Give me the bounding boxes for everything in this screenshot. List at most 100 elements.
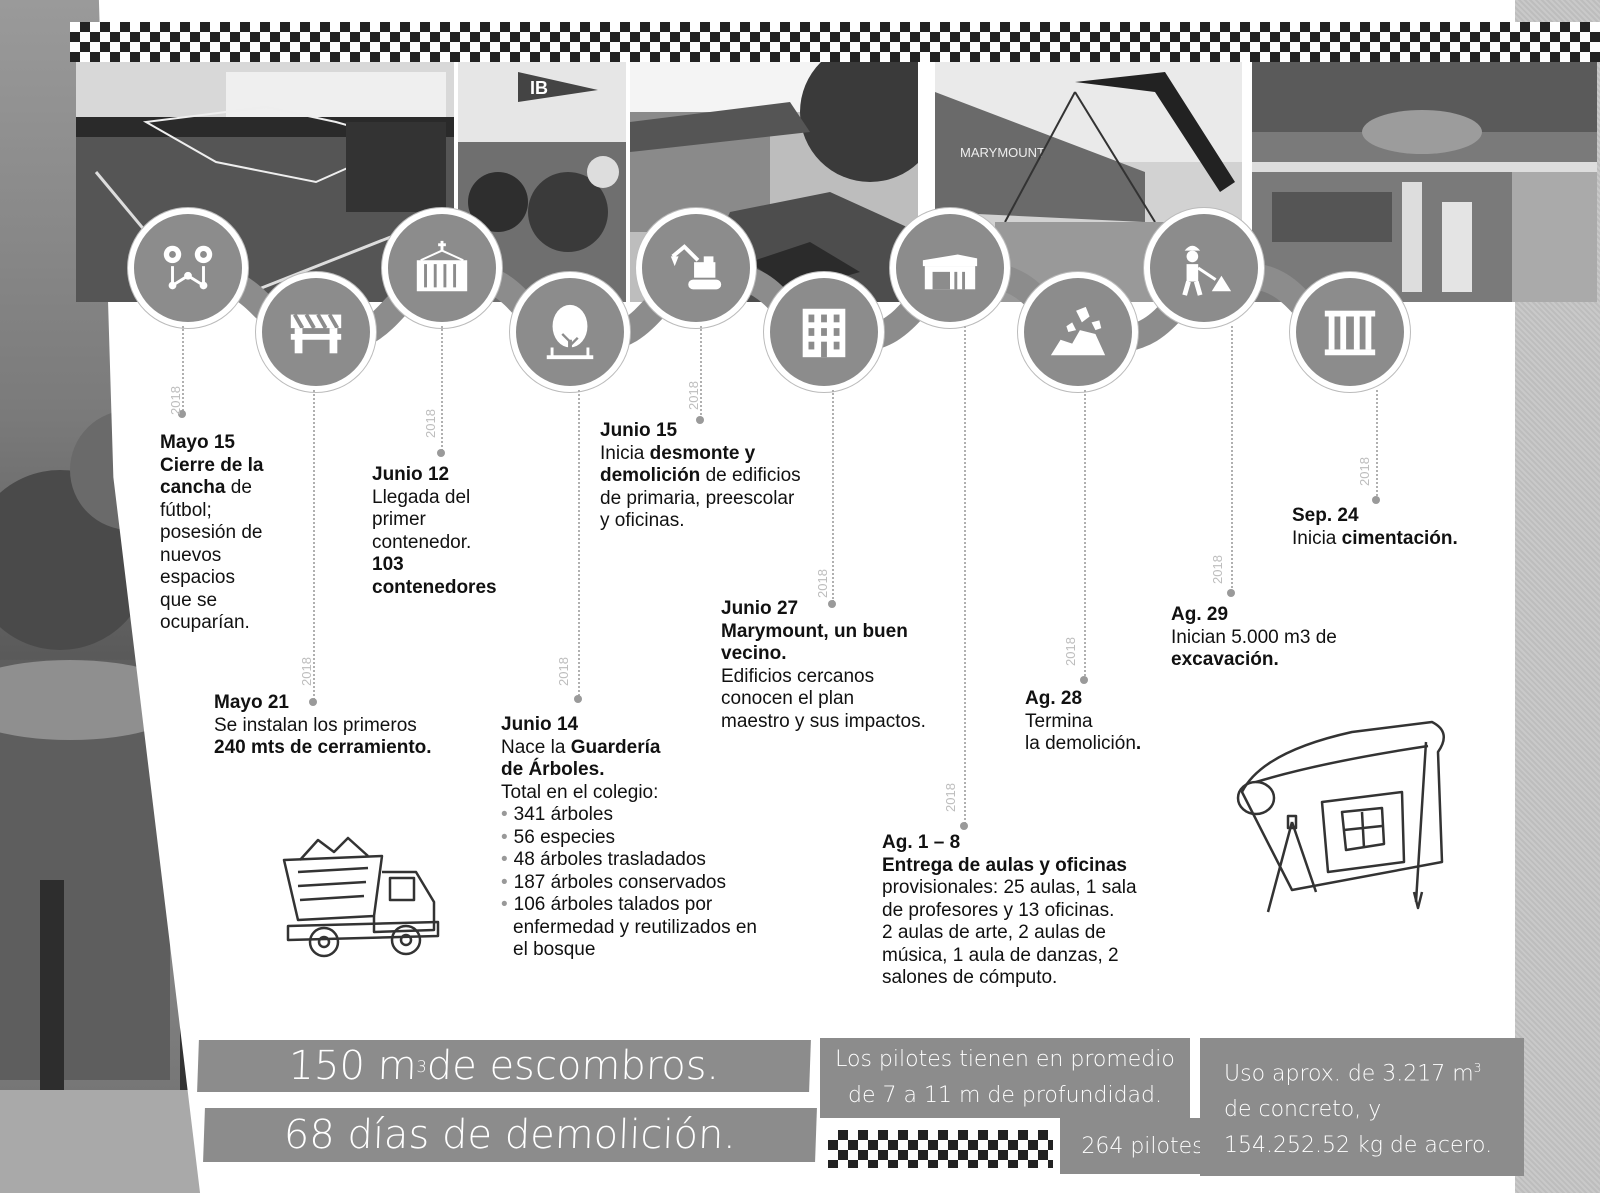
year-label: 2018 [1210, 555, 1225, 584]
list-item: 341 árboles [513, 804, 771, 827]
year-label: 2018 [556, 657, 571, 686]
event-junio-14: Junio 14 Nace la Guardería de Árboles. T… [501, 714, 771, 962]
rocks-icon [1018, 272, 1138, 392]
event-text: contenedor. [372, 531, 472, 553]
event-ag-29: Ag. 29 Inician 5.000 m3 de excavación. [1171, 604, 1391, 672]
event-junio-12: Junio 12 Llegada del primer contenedor. … [372, 464, 522, 599]
event-text: Se instalan los primeros [214, 714, 417, 736]
list-item: 106 árboles talados por enfermedad y reu… [513, 894, 771, 962]
year-label: 2018 [686, 381, 701, 410]
timeline-dot [574, 695, 582, 703]
event-date: Mayo 15 [160, 432, 235, 453]
timeline-dot [960, 822, 968, 830]
event-text: Llegada del [372, 486, 471, 508]
event-text: cancha [160, 477, 226, 498]
event-text: demolición [600, 465, 701, 486]
event-ag-1-8: Ag. 1 – 8 Entrega de aulas y oficinas pr… [882, 832, 1182, 990]
event-text: Termina [1025, 710, 1093, 732]
year-label: 2018 [1357, 457, 1372, 486]
event-date: Ag. 1 – 8 [882, 832, 961, 853]
timeline-dot [437, 449, 445, 457]
connector-line [441, 326, 443, 454]
stat-text: Los pilotes tienen en promedio [835, 1047, 1175, 1072]
bottom-pattern-strip [828, 1130, 1053, 1168]
event-text: ocuparían. [160, 612, 250, 633]
event-junio-27: Junio 27 Marymount, un buen vecino. Edif… [721, 598, 961, 733]
event-text: de [225, 477, 252, 498]
event-date: Ag. 29 [1171, 604, 1229, 625]
event-text: Edificios cercanos [721, 665, 875, 687]
event-text: Inicia [600, 442, 650, 464]
stat-text: Uso aprox. de 3.217 m [1224, 1061, 1474, 1087]
event-text: fútbol; [160, 499, 212, 521]
stat-demolicion: 68 días de demolición. [203, 1108, 817, 1162]
blueprint-compass-sketch-icon [1236, 720, 1445, 913]
year-label: 2018 [943, 783, 958, 812]
stat-superscript: 3 [1473, 1060, 1482, 1075]
event-mayo-21: Mayo 21 Se instalan los primeros 240 mts… [214, 692, 464, 760]
stat-text: 68 días de demolición. [283, 1112, 737, 1158]
event-text: maestro y sus impactos. [721, 710, 926, 732]
list-item: 187 árboles conservados [513, 872, 771, 895]
connector-line [182, 326, 184, 414]
event-text: que se [160, 589, 218, 611]
event-date: Junio 12 [372, 464, 450, 485]
year-label: 2018 [423, 409, 438, 438]
stat-text: de escombros. [426, 1043, 721, 1089]
event-text: provisionales: 25 aulas, 1 sala [882, 877, 1137, 898]
event-text: Entrega de aulas y oficinas [882, 854, 1127, 876]
event-text: nuevos [160, 544, 222, 566]
event-text: Total en el colegio: [501, 781, 659, 803]
top-pattern-strip [70, 22, 1600, 62]
event-text: Inicia [1292, 527, 1342, 549]
timeline-dot [696, 416, 704, 424]
stat-text: 154.252.52 kg de acero. [1224, 1133, 1493, 1159]
event-text: posesión de [160, 522, 263, 543]
event-text: salones de cómputo. [882, 967, 1058, 988]
event-text: . [1135, 733, 1142, 754]
timeline-dot [1080, 676, 1088, 684]
photo-aerial-site [1252, 62, 1597, 302]
event-text: Nace la [501, 736, 571, 758]
event-mayo-15: Mayo 15 Cierre de la cancha de fútbol; p… [160, 432, 300, 635]
event-text: primer [372, 509, 426, 530]
foundation-icon [1290, 272, 1410, 392]
event-text: música, 1 aula de danzas, 2 [882, 944, 1119, 966]
stat-superscript: 3 [416, 1056, 428, 1076]
event-text: de profesores y 13 oficinas. [882, 899, 1115, 921]
building-icon [764, 272, 884, 392]
event-text: Marymount, un buen [721, 620, 908, 642]
event-date: Junio 27 [721, 598, 799, 619]
crane-container-icon [382, 208, 502, 328]
timeline-dot [1372, 496, 1380, 504]
event-text: y oficinas. [600, 510, 685, 531]
event-text: Cierre de la [160, 454, 264, 476]
timeline-dot [1227, 589, 1235, 597]
event-text: 240 mts de cerramiento. [214, 737, 432, 758]
event-ag-28: Ag. 28 Termina la demolición. [1025, 688, 1195, 756]
connector-line [832, 390, 834, 602]
stat-text: de 7 a 11 m de profundidad. [848, 1083, 1162, 1108]
year-label: 2018 [815, 569, 830, 598]
event-text: de Árboles. [501, 759, 605, 780]
connector-line [1376, 390, 1378, 500]
warehouse-icon [890, 208, 1010, 328]
event-date: Mayo 21 [214, 692, 289, 713]
event-text: espacios [160, 567, 235, 588]
photo-crane-container: MARYMOUNT [935, 62, 1242, 302]
event-date: Junio 14 [501, 714, 579, 735]
stat-pilotes-count: 264 pilotes [1060, 1118, 1225, 1174]
event-text: 2 aulas de arte, 2 aulas de [882, 922, 1106, 943]
excavator-icon [636, 208, 756, 328]
stat-text: de concreto, y [1224, 1097, 1382, 1123]
stat-text: 264 pilotes [1081, 1133, 1204, 1159]
event-date: Ag. 28 [1025, 688, 1083, 709]
event-text: de edificios [700, 465, 801, 486]
year-label: 2018 [168, 386, 183, 415]
photo-flag-text: IB [530, 78, 548, 98]
timeline-dot [178, 410, 186, 418]
event-text: excavación. [1171, 649, 1279, 670]
photo-banner-text: MARYMOUNT [960, 145, 1045, 160]
event-text: 103 [372, 554, 404, 575]
